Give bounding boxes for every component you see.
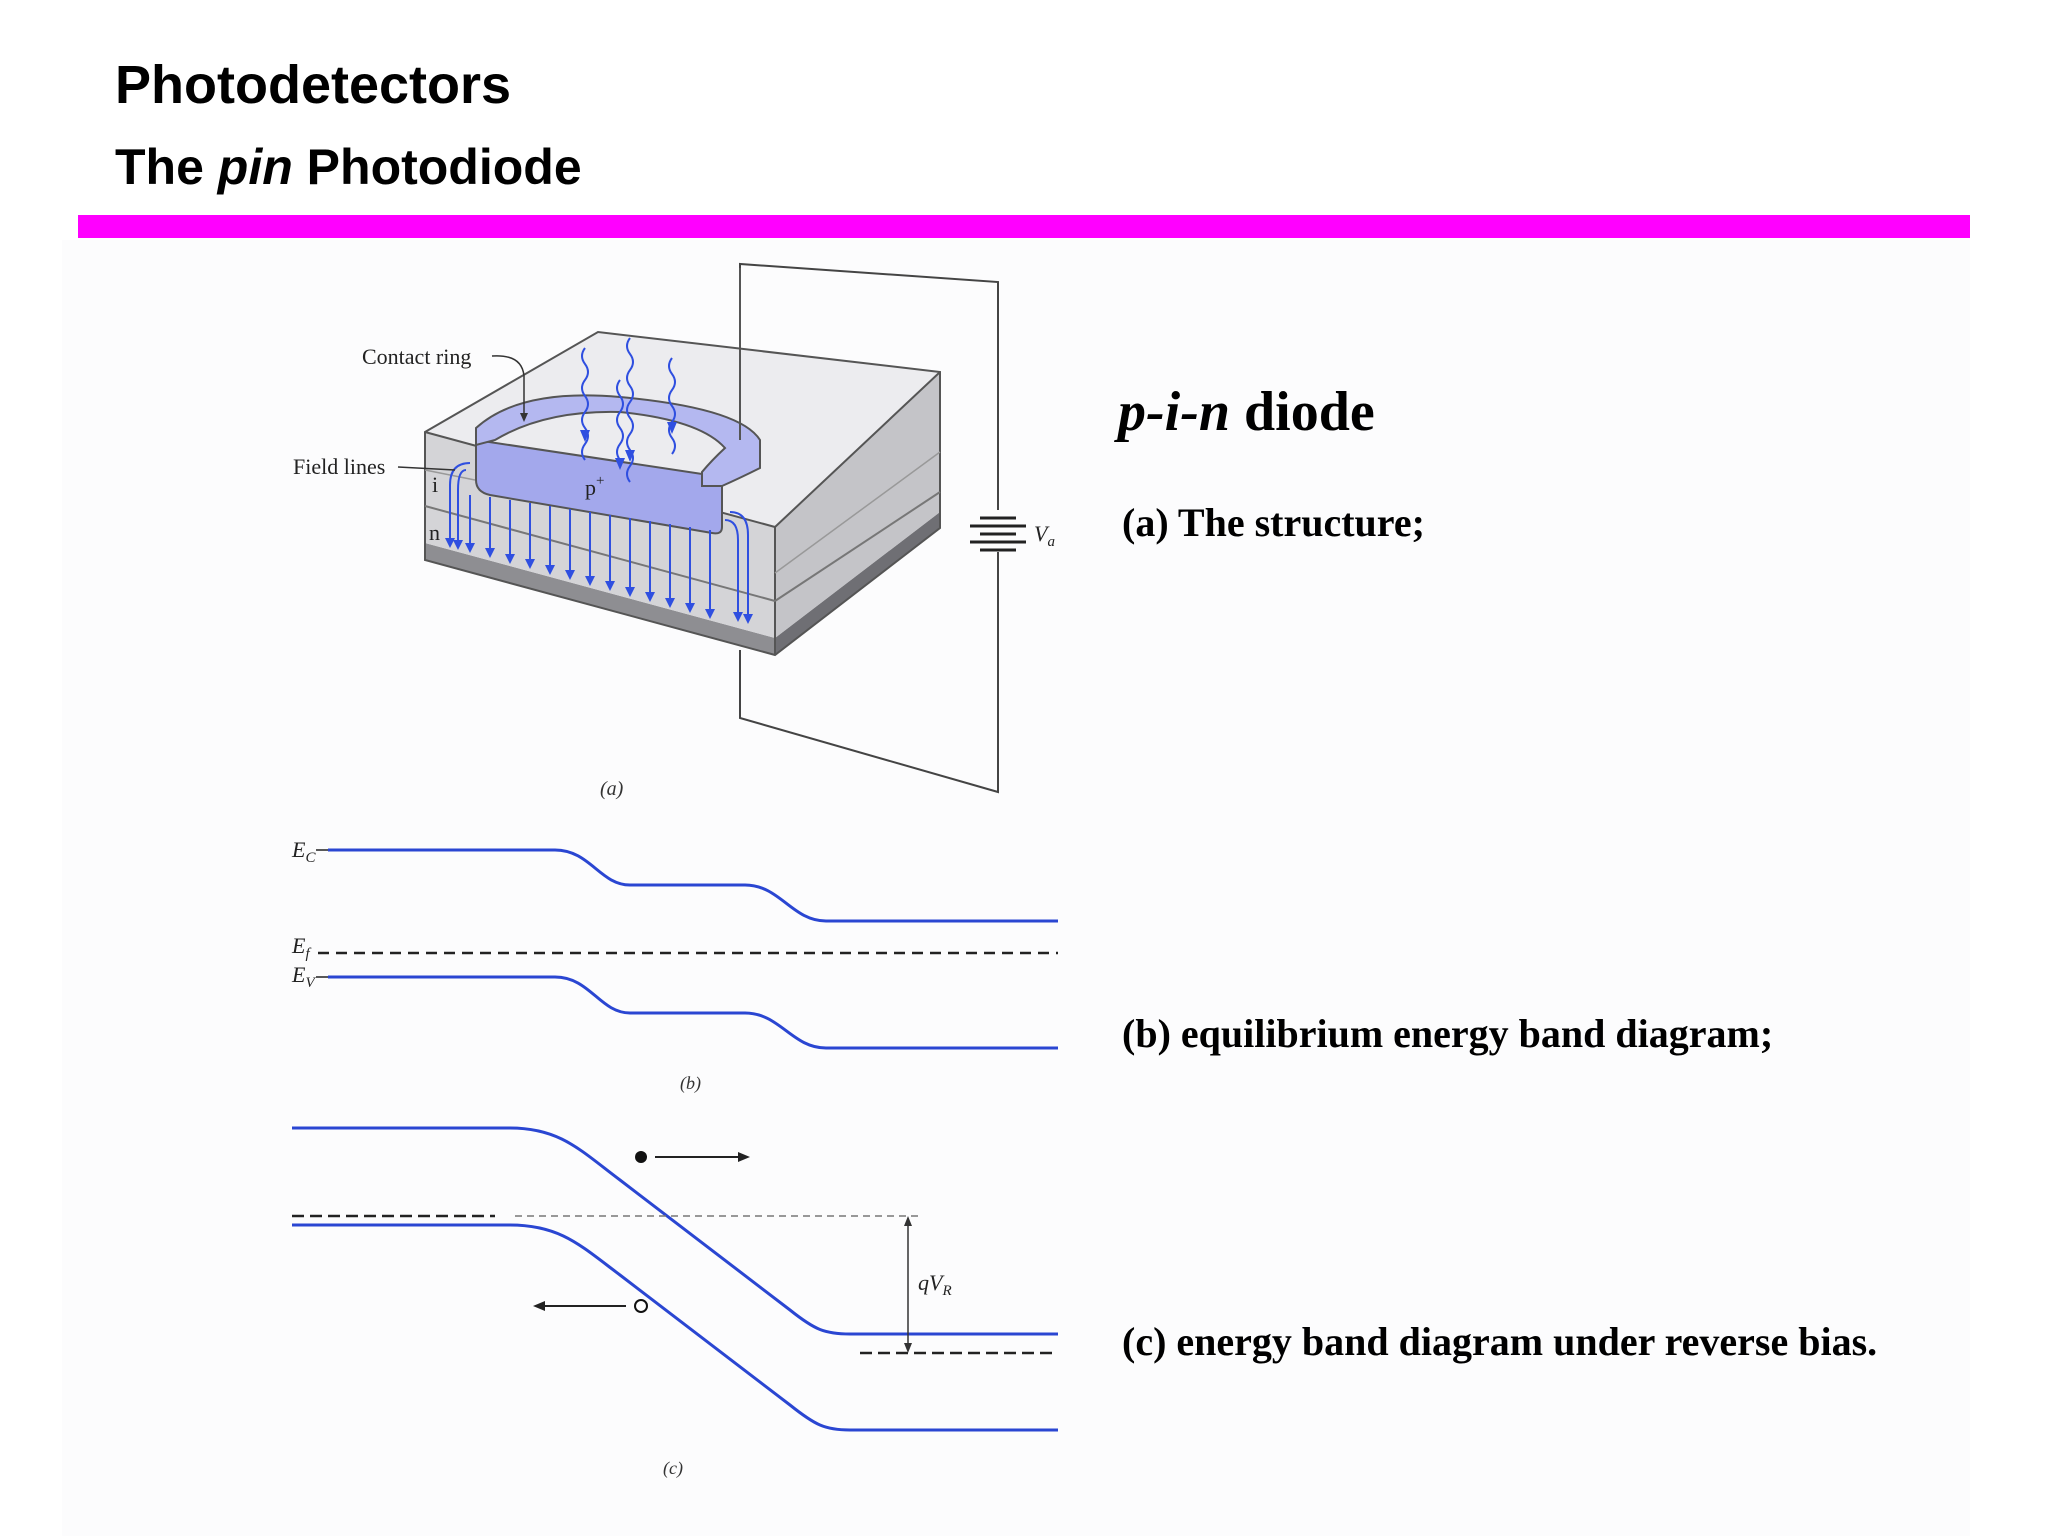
subtitle-suffix: Photodiode <box>292 139 582 195</box>
caption-structure: (a) The structure; <box>1122 500 1425 545</box>
slide-title: Photodetectors <box>115 55 512 115</box>
subtitle-italic: pin <box>217 139 293 195</box>
diode-heading: p-i-n diode <box>1118 384 1375 440</box>
title-divider <box>78 215 1970 238</box>
caption-reverse-bias: (c) energy band diagram under reverse bi… <box>1122 1319 1878 1364</box>
slide-subtitle: The pin Photodiode <box>115 142 582 192</box>
divider-bar <box>78 215 1970 238</box>
subtitle-prefix: The <box>115 139 218 195</box>
heading-italic: p-i-n <box>1118 381 1230 443</box>
heading-rest: diode <box>1230 381 1375 443</box>
caption-equilibrium: (b) equilibrium energy band diagram; <box>1122 1011 1774 1056</box>
